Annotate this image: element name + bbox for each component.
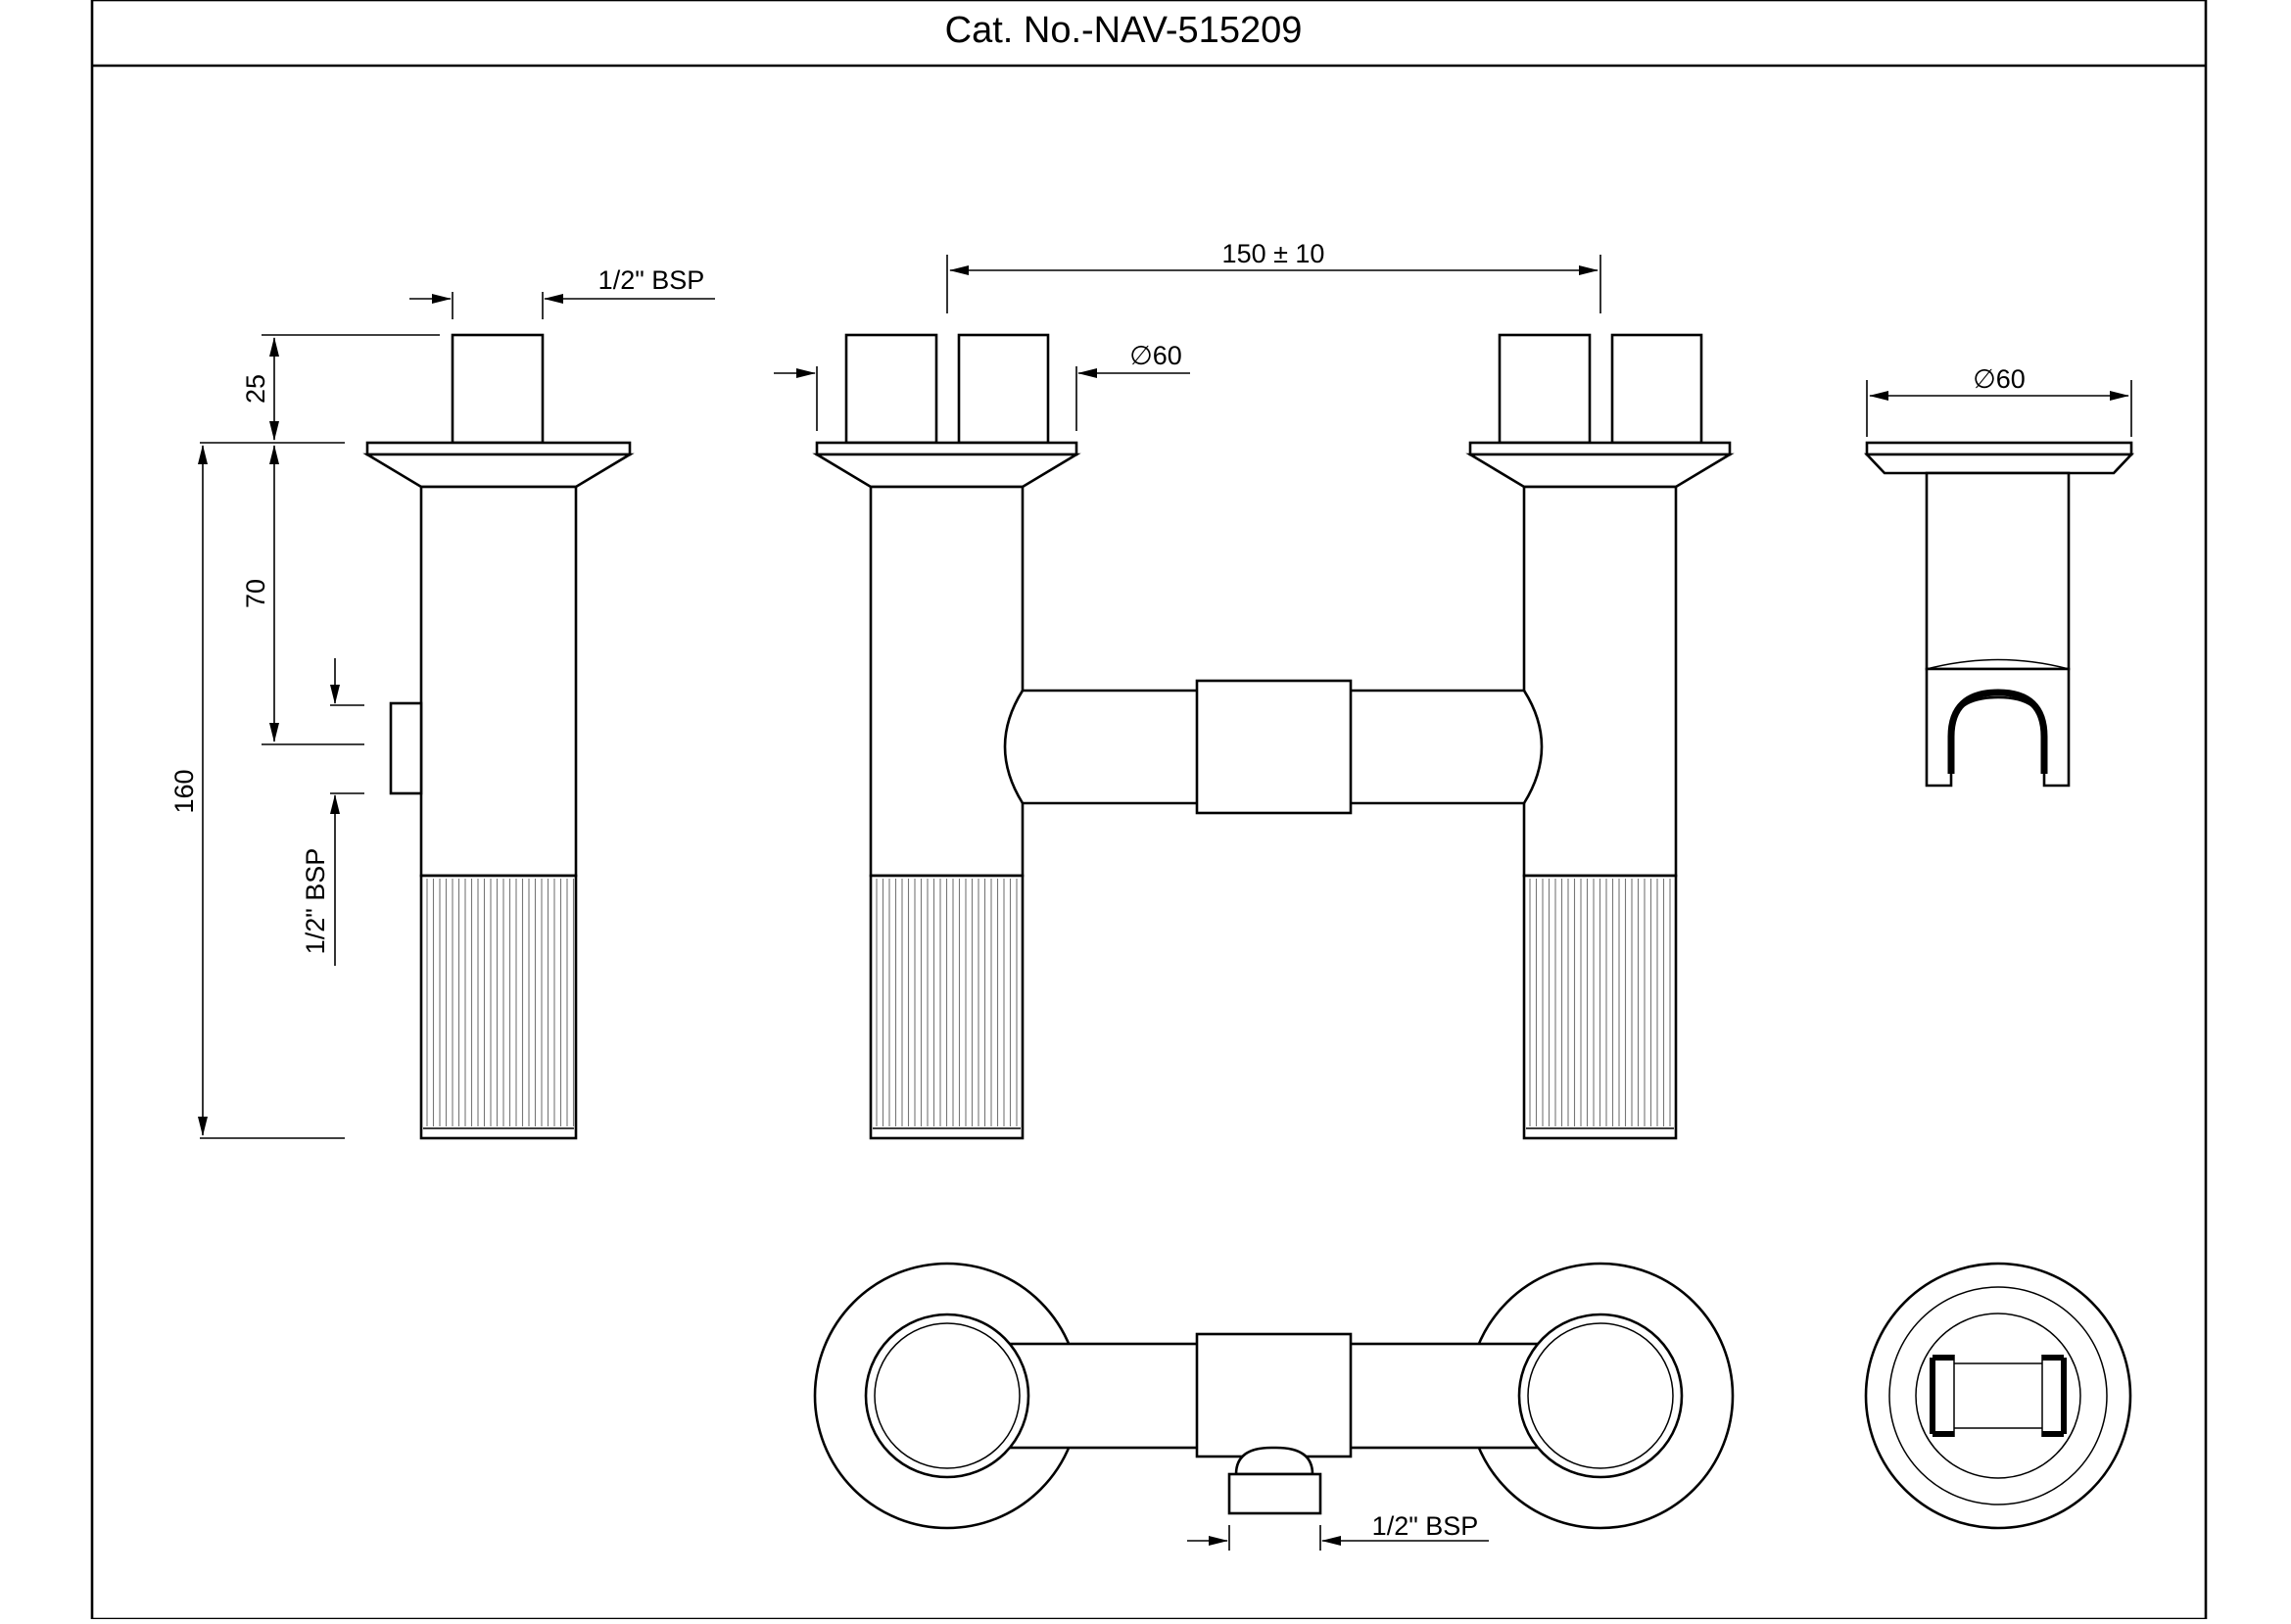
holder-flange-diameter-label: ∅60 (1973, 364, 2026, 394)
knurl-lines (876, 879, 1018, 1126)
catalogue-number: Cat. No.-NAV-515209 (945, 10, 1303, 51)
front-view (812, 333, 1735, 1140)
side-outlet-thread-label: 1/2" BSP (301, 848, 330, 955)
knurled-sleeve (419, 874, 578, 1140)
total-height-label: 160 (169, 769, 199, 813)
holder-top-view (1864, 1262, 2132, 1530)
holder-dimensions (1866, 380, 2132, 437)
body-height-label: 70 (241, 579, 270, 608)
nut-height-label: 25 (241, 374, 270, 404)
side-view (362, 333, 635, 1140)
centres-label: 150 ± 10 (1222, 239, 1325, 268)
top-view-dimensions (1187, 1525, 1489, 1551)
side-view-dimensions (198, 292, 715, 1139)
front-flange-diameter-label: ∅60 (1129, 341, 1182, 370)
knurl-lines (426, 879, 575, 1126)
top-outlet-thread-label: 1/2" BSP (1372, 1511, 1479, 1541)
top-thread-label: 1/2" BSP (598, 265, 705, 295)
front-view-dimensions (774, 255, 1601, 431)
holder-side-view (1863, 441, 2135, 788)
knurl-lines (1529, 879, 1671, 1126)
top-view (813, 1262, 1735, 1530)
